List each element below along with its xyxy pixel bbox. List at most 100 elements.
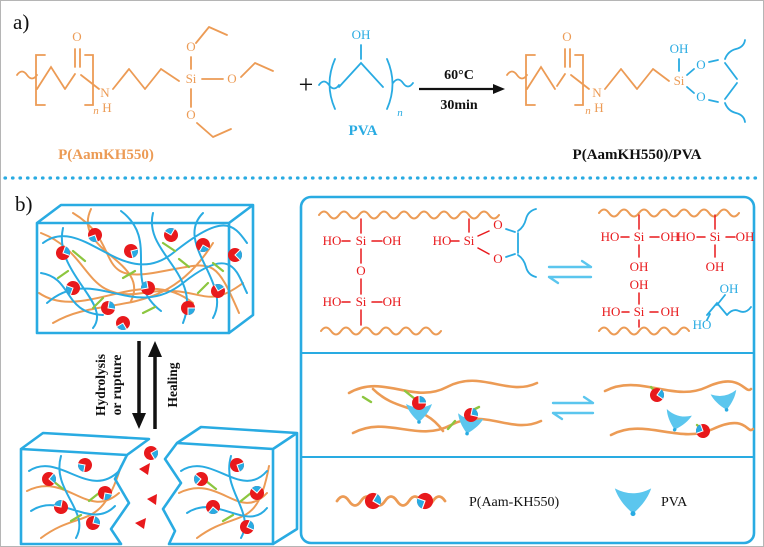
atom-oh: OH [661,229,680,244]
crosslink-ball-icon [180,300,196,316]
plus-sign: + [299,70,314,99]
atom-ring-o-bottom: O [696,89,705,104]
crosslink-ball-icon [76,456,94,474]
atom-ring-o-top: O [493,217,502,232]
atom-si: Si [634,229,645,244]
crosslink-ball-icon [192,234,214,256]
subscript-n: n [585,105,591,117]
process-arrows: Hydrolysis or rupture Healing [93,341,180,429]
structure-product: O N H Si OH O O n P(AamKH550)/PVA [506,29,746,163]
legend-pva-label: PVA [661,495,688,510]
hydrolysis-label-line2: or rupture [109,355,124,416]
atom-pva-oh: OH [352,27,371,42]
panel-b-label: b) [15,192,33,216]
atom-amide-h: H [102,100,111,115]
ruptured-orange-chains [26,465,270,539]
structure-p-aamkh550: O N H Si O O O n P(AamKH550) [16,26,274,163]
crosslink-ball-icon [361,489,385,513]
ruptured-green-links [51,479,253,523]
silanol-equilibrium-section: HO Si OH O HO Si OH HO Si O O HO Si OH O… [318,208,755,336]
product-name-label: P(AamKH550)/PVA [573,147,702,163]
atom-oh: OH [736,229,755,244]
atom-si: Si [464,233,475,248]
r2-bonds [318,44,414,110]
crosslink-ball-icon [202,496,224,518]
atom-amide-h: H [594,100,603,115]
product-orange-bonds [506,48,670,106]
atom-ethoxy-o-top: O [186,39,195,54]
atom-ho: HO [433,233,452,248]
panel-a-reaction-scheme: a) O N H Si O O O n P(AamKH550) + OH n P… [13,10,746,163]
atom-ho: HO [677,229,696,244]
hydrolysis-label-line1: Hydrolysis [93,354,108,416]
atom-carbonyl-o: O [562,29,571,44]
atom-oh: OH [630,277,649,292]
subscript-n: n [93,105,99,117]
intact-blue-chains [40,210,248,329]
legend-polymer-label: P(Aam-KH550) [469,495,560,510]
network-box-ruptured [19,425,299,546]
equilibrium-arrow-icon [547,259,593,285]
eq1-red-bonds [341,214,736,328]
crosslink-ball-icon [121,241,141,261]
mechanism-panel: HO Si OH O HO Si OH HO Si O O HO Si OH O… [299,195,756,545]
atom-ring-o-top: O [696,57,705,72]
eq1-orange-chains [318,208,740,336]
atom-si: Si [356,294,367,309]
healing-label: Healing [165,362,180,407]
crosslink-ball-icon [160,224,182,246]
crosslink-ball-icon [53,243,73,263]
intact-green-links [56,241,225,315]
panel-b-network-schematic: b) Hydrolysis or rupt [15,192,756,546]
reaction-arrow-head-icon [493,84,505,94]
r1-bonds [16,26,274,138]
atom-si: Si [186,71,197,86]
atom-si: Si [356,233,367,248]
atom-ethoxy-o-bottom: O [186,107,195,122]
pva-fan-icon [710,389,740,414]
atom-si: Si [674,73,685,88]
reactant2-name-label: PVA [349,123,378,139]
intact-orange-chains [38,208,244,324]
atom-ho: HO [602,304,621,319]
mechanism-panel-border [299,195,756,545]
mechanism-panel-dividers [301,352,754,458]
ruptured-blue-chains [28,455,268,539]
legend-section: P(Aam-KH550) PVA [335,488,688,517]
atom-ho: HO [323,294,342,309]
subscript-n: n [397,107,403,119]
atom-si: Si [634,304,645,319]
crosslink-ball-icon [99,299,117,317]
crosslink-ball-icon [52,498,70,516]
reactant1-name-label: P(AamKH550) [58,147,154,163]
atom-oh: OH [383,233,402,248]
atom-oh: OH [630,259,649,274]
network-box-intact [35,203,255,335]
atom-oh: OH [706,259,725,274]
atom-diol-oh: OH [720,281,739,296]
intact-box-outline [35,203,255,335]
atom-carbonyl-o: O [72,29,81,44]
rupture-fragments [135,463,157,529]
eq2-left-chains [347,379,543,435]
product-blue-bonds [678,39,746,123]
structure-pva: OH n PVA [318,27,414,139]
crosslink-ball-icon [112,312,134,334]
crosslink-ball-icon [190,468,212,490]
atom-oh: OH [383,294,402,309]
atom-bridge-o: O [356,263,365,278]
atom-ho: HO [323,233,342,248]
atom-si-oh: OH [670,41,689,56]
equilibrium-arrow-icon [551,395,595,421]
atom-si: Si [710,229,721,244]
reaction-arrow: 60°C 30min [419,68,505,113]
condition-time: 30min [440,98,478,113]
eq1-blue-bonds [505,208,752,321]
atom-ho: HO [601,229,620,244]
panel-a-label: a) [13,10,29,34]
atom-ring-o-bottom: O [493,251,502,266]
eq2-left-links [361,389,481,431]
condition-temperature: 60°C [444,68,474,83]
